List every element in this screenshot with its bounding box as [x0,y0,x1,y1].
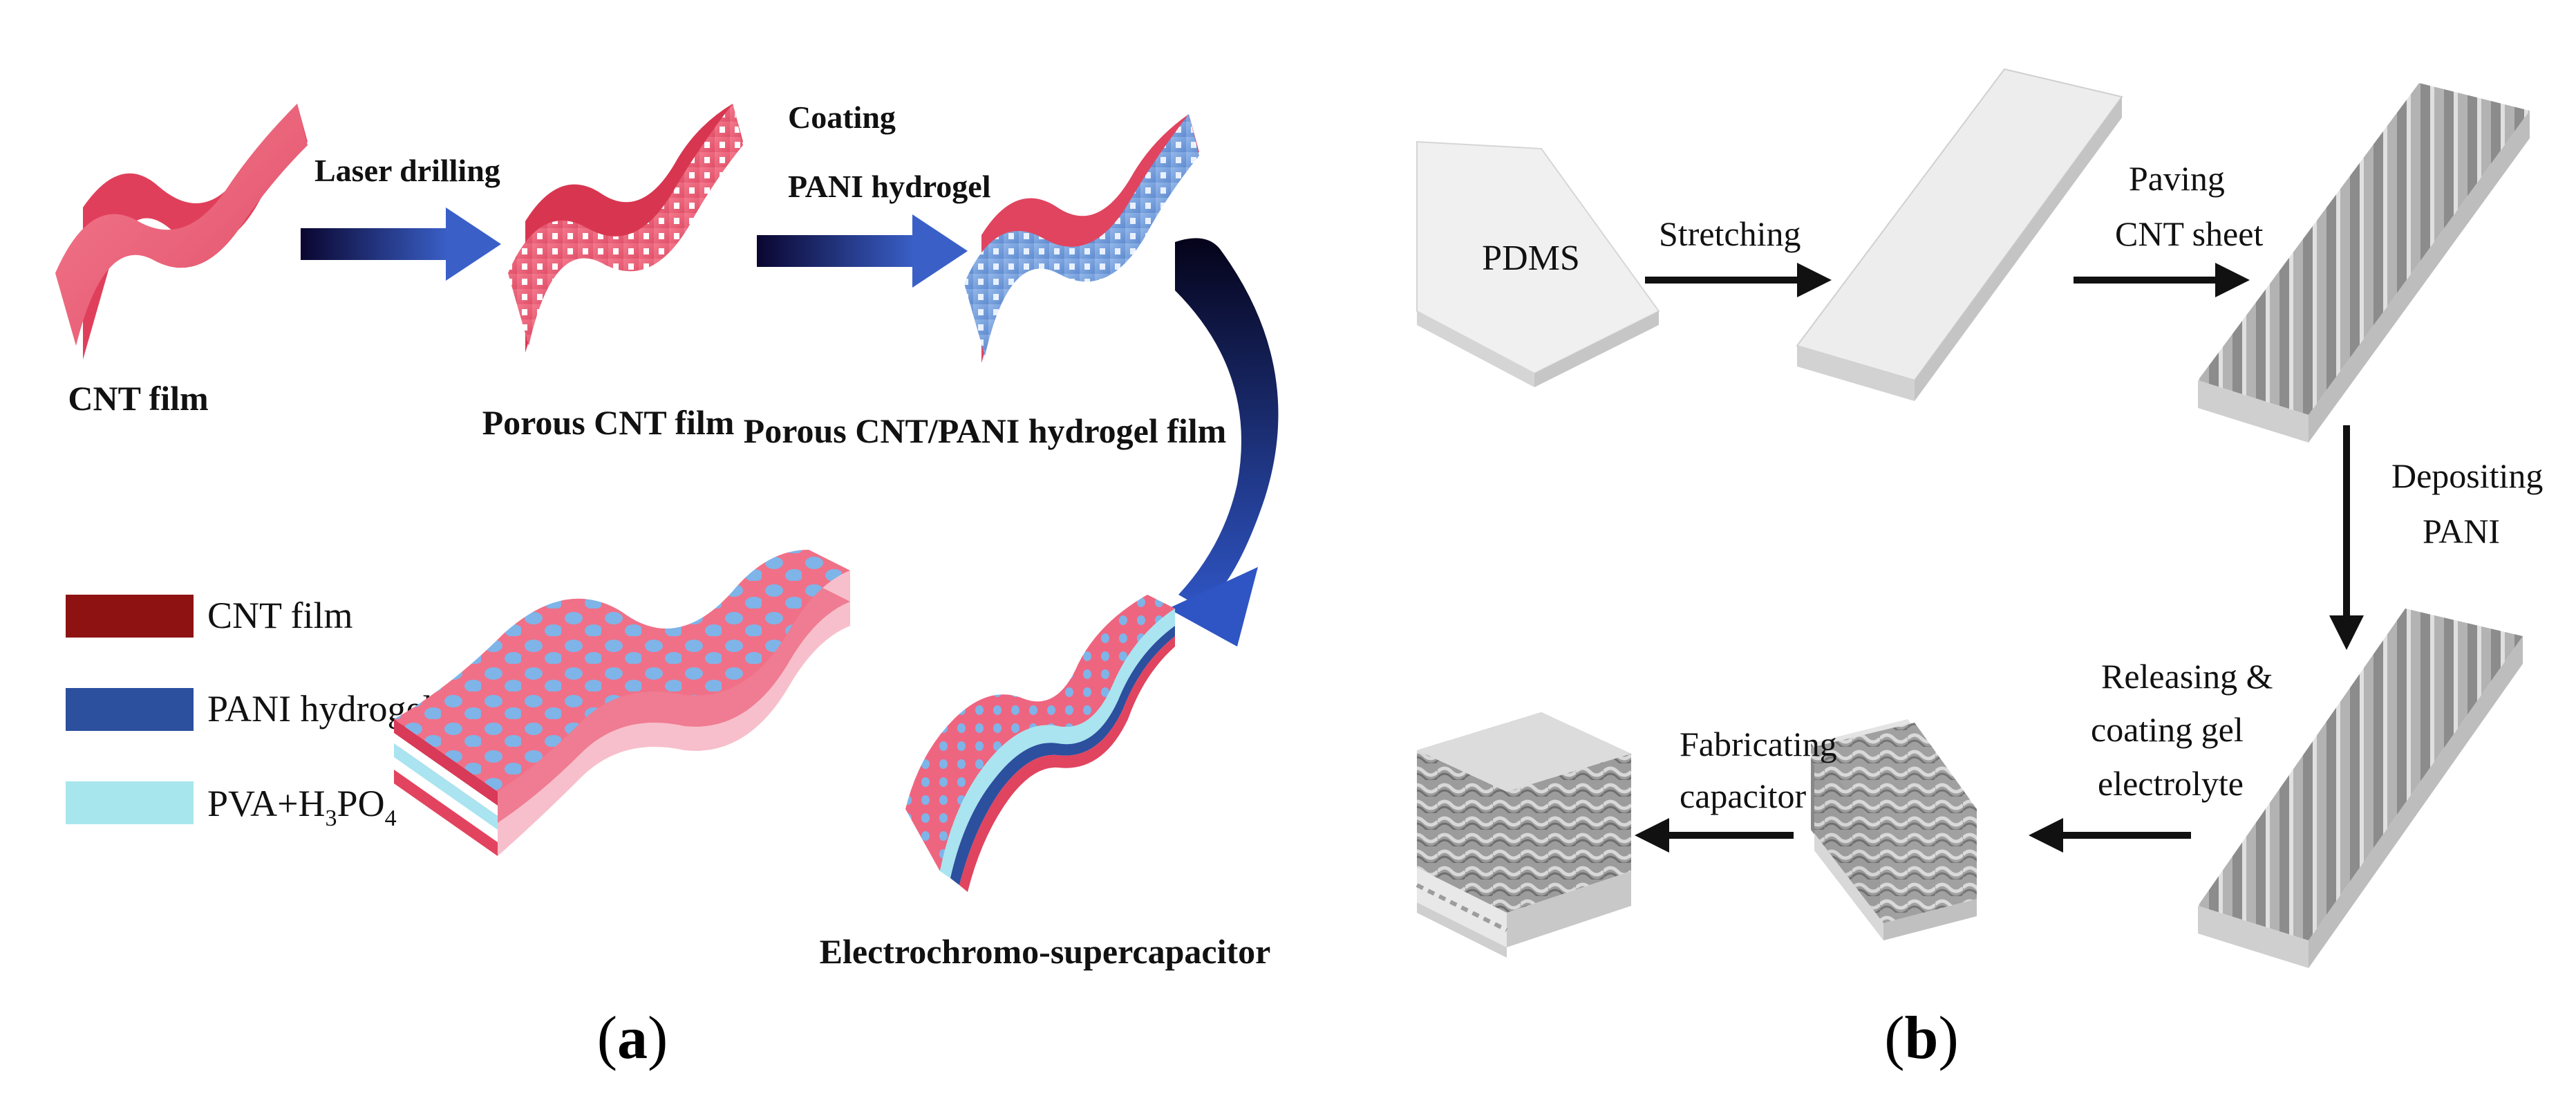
curved-assembly-arrow [1168,238,1279,647]
porous-cnt-film-shape [508,104,743,353]
porous-cnt-film-label: Porous CNT film [482,403,735,442]
coating-arrow [757,214,968,288]
laser-drilling-label: Laser drilling [314,153,500,188]
porous-cnt-pani-label: Porous CNT/PANI hydrogel film [744,411,1227,450]
paving-label-1: Paving [2129,159,2225,198]
legend-swatch-pva [66,781,194,824]
caption-b: (b) [1884,1005,1959,1072]
device-shape [905,595,1175,892]
depositing-label-2: PANI [2423,512,2500,550]
stretching-label: Stretching [1659,214,1801,253]
panel-b: PDMS Stretching Paving CNT sheet Deposit… [1416,68,2543,1072]
legend-label-pva: PVA+H3PO4 [207,783,397,831]
layered-sandwich [394,550,850,856]
coating-label-2: PANI hydrogel [788,169,990,204]
panel-a: CNT film Laser drilling Porous CNT film … [55,100,1279,1072]
gel-coated-electrode [1811,719,1977,940]
legend-swatch-cnt [66,595,194,638]
porous-cnt-pani-film-shape [964,114,1199,363]
releasing-label-3: electrolyte [2098,764,2244,803]
laser-drilling-arrow [301,207,501,281]
paving-label-2: CNT sheet [2115,214,2263,253]
caption-a: (a) [597,1005,668,1072]
releasing-label-2: coating gel [2091,710,2244,749]
cnt-pani-on-pdms [2198,609,2523,968]
stretched-pdms [1796,68,2123,401]
legend: CNT film PANI hydrogel PVA+H3PO4 [66,595,433,831]
legend-item-cnt-film: CNT film [66,595,353,638]
device-label: Electrochromo-supercapacitor [820,932,1271,971]
coating-label-1: Coating [788,100,896,135]
depositing-label-1: Depositing [2391,456,2543,495]
cnt-film-label: CNT film [68,379,208,418]
pdms-label: PDMS [1482,239,1580,278]
cnt-film-shape [55,104,308,360]
legend-label-cnt: CNT film [207,595,353,636]
fabricating-label-1: Fabricating [1680,725,1837,763]
pdms-block [1416,140,1660,387]
cnt-sheet-on-pdms [2198,83,2530,443]
releasing-label-1: Releasing & [2101,657,2273,696]
legend-item-pani: PANI hydrogel [66,688,433,731]
fabricating-label-2: capacitor [1680,777,1807,815]
legend-swatch-pani [66,688,194,731]
legend-item-pva: PVA+H3PO4 [66,781,397,831]
capacitor-stack [1416,712,1631,958]
